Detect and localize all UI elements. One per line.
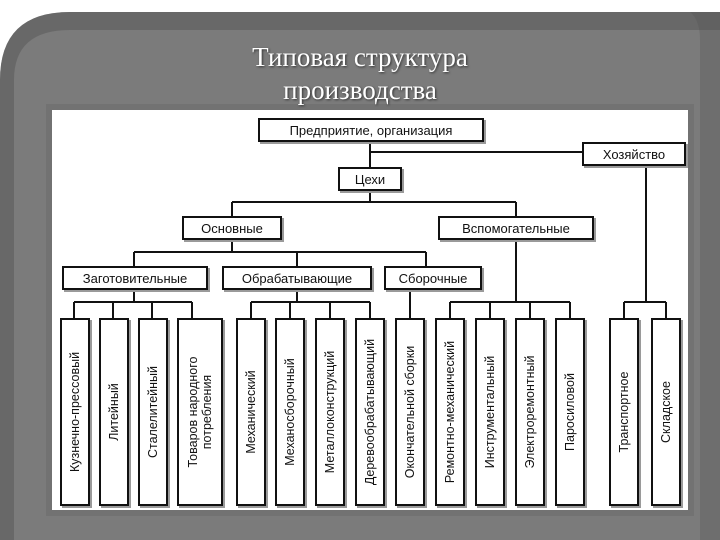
shop-label: Ремонтно-механический [443, 340, 457, 484]
shop-label: Кузнечно-прессовый [68, 351, 82, 473]
shop-mechanical: Механический [236, 318, 266, 506]
shop-label: Складское [659, 381, 673, 443]
shop-label: Деревообрабатывающий [363, 338, 377, 486]
connector-lines [73, 140, 667, 318]
slide-title-line-2: производства [283, 75, 437, 105]
shop-label: Инструментальный [483, 355, 497, 469]
node-household: Хозяйство [582, 142, 686, 166]
shop-woodworking: Деревообрабатывающий [355, 318, 385, 506]
node-shops: Цехи [338, 167, 402, 191]
shop-label: Транспортное [617, 371, 631, 453]
shop-label: Электроремонтный [523, 355, 537, 469]
node-main-shops: Основные [182, 216, 282, 240]
shop-label: Сталелитейный [146, 365, 160, 459]
shop-label: Механосборочный [283, 358, 297, 466]
shop-mechanical-assembly: Механосборочный [275, 318, 305, 506]
shop-forging: Кузнечно-прессовый [60, 318, 90, 506]
node-processing: Обрабатывающие [222, 266, 372, 290]
shop-label: Механический [244, 370, 258, 454]
shop-consumer-goods: Товаров народного потребления [177, 318, 223, 506]
slide-title-line-1: Типовая структура [252, 42, 468, 72]
shop-steel: Сталелитейный [138, 318, 168, 506]
household-warehouse: Складское [651, 318, 681, 506]
shop-foundry: Литейный [99, 318, 129, 506]
node-enterprise: Предприятие, организация [258, 118, 484, 142]
shop-metal-structures: Металлоконструкций [315, 318, 345, 506]
shop-label: Металлоконструкций [323, 350, 337, 474]
shop-electric-repair: Электроремонтный [515, 318, 545, 506]
shop-steam-power: Паросиловой [555, 318, 585, 506]
org-structure-diagram: Предприятие, организация Хозяйство Цехи … [52, 110, 688, 510]
shop-tool: Инструментальный [475, 318, 505, 506]
node-procurement: Заготовительные [62, 266, 208, 290]
shop-label: Товаров народного потребления [186, 356, 214, 468]
shop-label: Паросиловой [563, 373, 577, 451]
shop-label: Окончательной сборки [403, 345, 417, 479]
shop-final-assembly: Окончательной сборки [395, 318, 425, 506]
household-transport: Транспортное [609, 318, 639, 506]
shop-repair-mechanical: Ремонтно-механический [435, 318, 465, 506]
node-auxiliary-shops: Вспомогательные [438, 216, 594, 240]
node-assembly: Сборочные [384, 266, 482, 290]
shop-label: Литейный [107, 383, 121, 441]
